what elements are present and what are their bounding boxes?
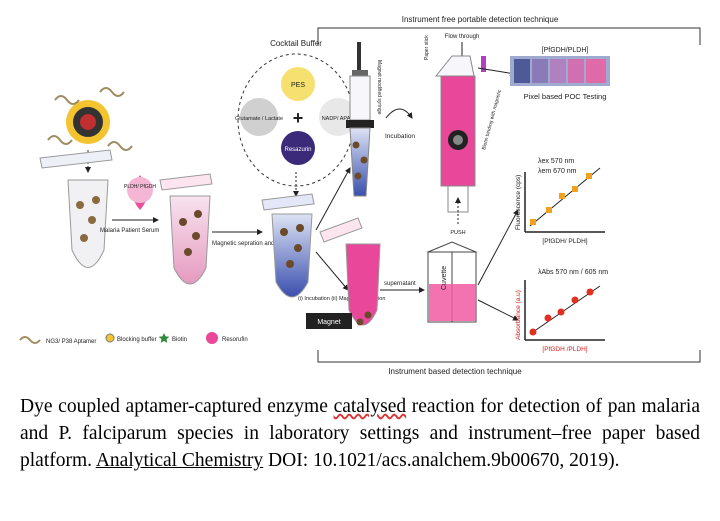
tube-beads [39, 149, 113, 268]
tube-serum [159, 173, 213, 285]
fluor-ex: λex 570 nm [538, 158, 574, 165]
tube-supernatant [319, 217, 381, 326]
svg-text:PES: PES [291, 82, 305, 89]
fluor-point [572, 186, 578, 192]
abs-point [557, 308, 565, 316]
supernatant-label: supernatant [384, 281, 416, 287]
push-syringe-device: Flow through PUSH Paper stick Biotin bin… [424, 34, 503, 236]
abs-label: λAbs 570 nm / 605 nm [538, 269, 608, 276]
abs-point [586, 288, 594, 296]
fluor-point [530, 219, 536, 225]
fluorescence-chart: λex 570 nm λem 670 nm Fluorescence (cps)… [515, 158, 605, 245]
svg-text:NADP/ APAD: NADP/ APAD [322, 116, 355, 122]
aptamer-icon [19, 336, 41, 344]
syringe-label: Magnet modified syringe [376, 60, 382, 115]
instrument-free-bracket: Instrument free portable detection techn… [317, 15, 701, 45]
cocktail-title: Cocktail Buffer [270, 39, 322, 48]
instrument-based-bracket: Instrument based detection technique [317, 350, 701, 376]
fluor-point [559, 193, 565, 199]
magnet-block: Magnet [306, 313, 352, 329]
magnet-label: Magnet [317, 319, 340, 326]
absorbance-chart: λAbs 570 nm / 605 nm Absorbance (a.u) [P… [515, 269, 608, 353]
abs-point [529, 328, 537, 336]
svg-text:NG3/ P38 Aptamer: NG3/ P38 Aptamer [46, 339, 96, 345]
enzyme-label: PLDH/ PfGDH [124, 184, 156, 190]
flow-through-label: Flow through [445, 34, 480, 40]
abs-point [571, 296, 579, 304]
caption-catalysed: catalysed [333, 396, 407, 417]
svg-text:Resazurin: Resazurin [284, 147, 311, 153]
paper-stick-label: Paper stick [424, 35, 430, 60]
incubation-label: Incubation [385, 133, 415, 140]
header-bottom: Instrument based detection technique [388, 367, 522, 376]
cocktail-buffer: Cocktail Buffer PES Glutamate / Lactate … [235, 39, 357, 197]
fluor-point [586, 173, 592, 179]
magnetic-bead-icon [47, 87, 133, 173]
pixel-caption: Pixel based POC Testing [524, 92, 607, 101]
fluor-ylabel: Fluorescence (cps) [515, 175, 522, 230]
biotin-icon [158, 333, 170, 343]
biotin-binding-label: Biotin binding with magnetic [481, 89, 503, 151]
journal-link[interactable]: Analytical Chemistry [95, 450, 264, 471]
fluor-em: λem 670 nm [538, 168, 577, 175]
serum-label: Malaria Patient Serum [100, 228, 159, 234]
magnet-syringe: Magnet modified syringe [346, 42, 382, 197]
fluor-xlabel: [PfGDH/ PLDH] [542, 238, 587, 245]
pes-icon [281, 67, 315, 101]
resazurin-icon [281, 131, 315, 165]
cuvette: Cuvette [426, 241, 478, 323]
legend: NG3/ P38 Aptamer Blocking buffer Biotin … [19, 332, 248, 345]
abs-ylabel: Absorbance (a.u) [515, 290, 522, 340]
svg-text:Resorufin: Resorufin [222, 337, 248, 343]
svg-text:Blocking buffer: Blocking buffer [117, 337, 157, 343]
header-top: Instrument free portable detection techn… [402, 15, 559, 24]
resorufin-icon [206, 332, 218, 344]
pixel-poc-panel: [PfGDH/PLDH] Pixel based POC Testing [510, 47, 610, 101]
assay-schematic: Instrument free portable detection techn… [19, 15, 701, 376]
push-label: PUSH [450, 230, 465, 236]
magnetic-step-label: Magnetic sepration and washing [212, 241, 298, 247]
tube-washed [261, 193, 315, 298]
cuvette-label: Cuvette [441, 266, 448, 290]
svg-text:Glutamate / Lactate: Glutamate / Lactate [235, 116, 283, 122]
fluor-point [546, 207, 552, 213]
figure-caption: Dye coupled aptamer-captured enzyme cata… [20, 396, 700, 471]
pixel-title: [PfGDH/PLDH] [542, 47, 589, 54]
incubation-step-label: (i) Incubation (ii) Magnetic sepration [298, 296, 385, 302]
enzyme-drop-icon: PLDH/ PfGDH [124, 175, 156, 210]
plus-sign: + [293, 108, 304, 128]
abs-point [544, 314, 552, 322]
glutamate-icon [240, 98, 278, 136]
svg-text:Biotin: Biotin [172, 337, 187, 343]
abs-xlabel: [PfGDH /PLDH] [542, 346, 587, 353]
blocking-buffer-icon [105, 333, 115, 343]
